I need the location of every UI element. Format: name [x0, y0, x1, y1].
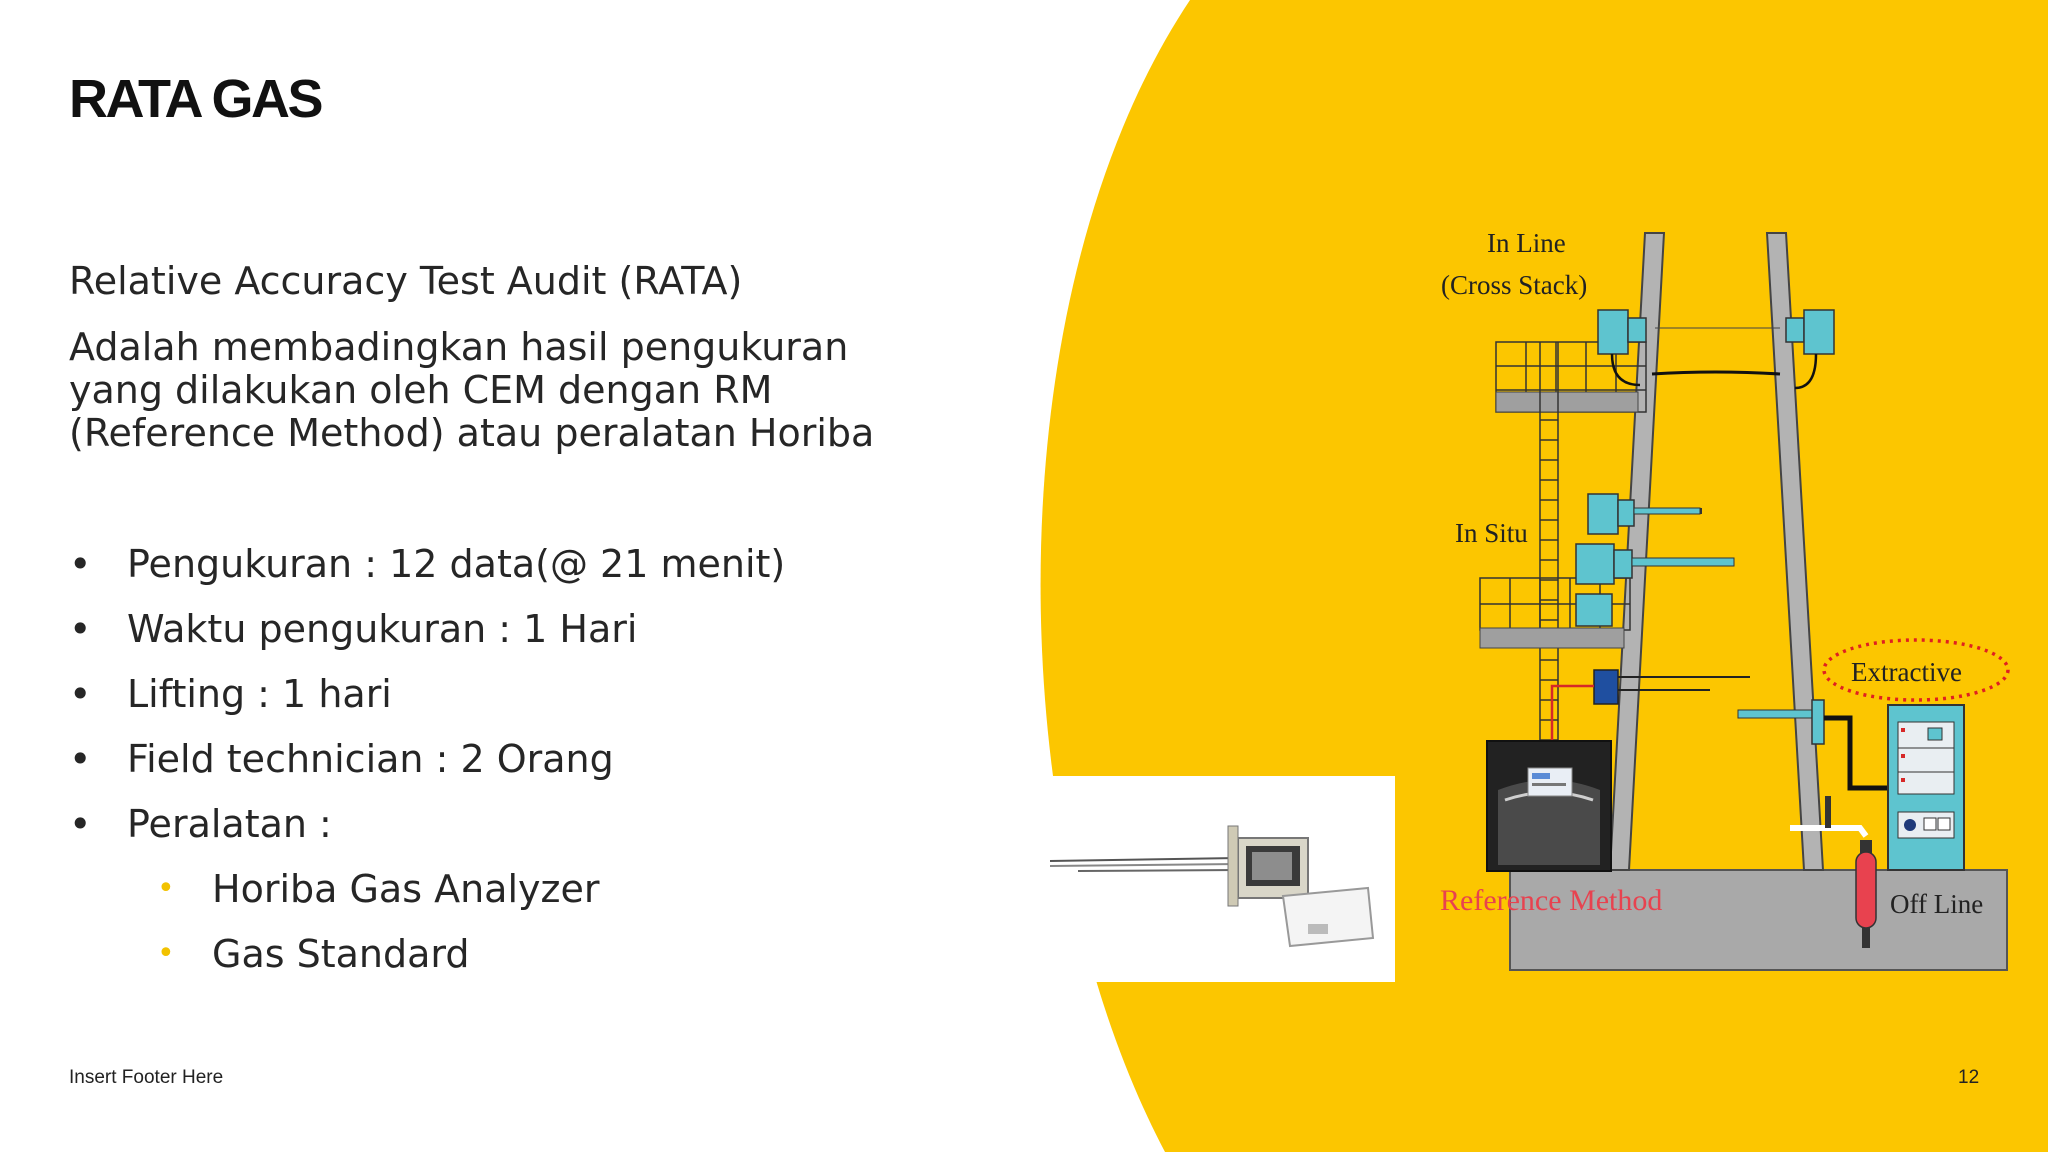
- extractive-probe-flange: [1811, 699, 1825, 745]
- cross-stack-beam: [1651, 370, 1781, 376]
- label-inline-2: (Cross Stack): [1441, 270, 1587, 300]
- cems-stack-diagram: In Line (Cross Stack) In Situ Extractive…: [1440, 228, 2010, 971]
- bullet-marker: •: [69, 672, 92, 716]
- bullet-marker: •: [69, 542, 92, 586]
- ground-base: [1509, 869, 2008, 971]
- slide-title: RATA GAS: [69, 69, 323, 129]
- probe-connector: [1593, 669, 1619, 705]
- sub-bullet-marker: •: [157, 871, 175, 906]
- extractive-probe-illustration: [1049, 825, 1375, 948]
- label-inline-1: In Line: [1487, 228, 1566, 258]
- extractive-probe-tube: [1737, 709, 1819, 719]
- slide-description: Adalah membadingkan hasil pengukuran yan…: [69, 325, 875, 455]
- slide-subtitle: Relative Accuracy Test Audit (RATA): [69, 259, 743, 303]
- label-extractive: Extractive: [1851, 657, 1962, 687]
- bullet-marker: •: [69, 607, 92, 651]
- lower-platform-deck: [1479, 627, 1625, 649]
- upper-platform-deck: [1495, 391, 1639, 413]
- inline-analyzer-right: [1785, 309, 1835, 390]
- bullet-text: Field technician : 2 Orang: [127, 737, 614, 781]
- bullet-text: Peralatan :: [127, 802, 332, 846]
- bullet-marker: •: [69, 737, 92, 781]
- reference-analyzer-unit: [1486, 740, 1612, 872]
- bullet-text: Waktu pengukuran : 1 Hari: [127, 607, 638, 651]
- label-insitu: In Situ: [1455, 518, 1528, 548]
- reference-sample-line: [1550, 684, 1594, 745]
- insitu-analyzer-2: [1575, 543, 1735, 585]
- extractive-sample-tube: [1824, 715, 1888, 791]
- footer-text: Insert Footer Here: [69, 1067, 224, 1088]
- probe-photo-inset: [1038, 776, 1395, 982]
- bullet-marker: •: [69, 802, 92, 846]
- sub-bullet-text: Horiba Gas Analyzer: [212, 867, 600, 911]
- offline-gas-cylinder: [1790, 796, 1877, 948]
- ladder: [1539, 342, 1559, 760]
- extractive-highlight-ring: [1822, 638, 2010, 702]
- stack-left-wall: [1608, 232, 1666, 871]
- extractive-analyzer-cabinet: [1887, 704, 1965, 871]
- insitu-analyzer-3: [1575, 593, 1613, 627]
- label-offline: Off Line: [1890, 889, 1983, 919]
- sub-bullet-text: Gas Standard: [212, 932, 470, 976]
- bullet-text: Lifting : 1 hari: [127, 672, 392, 716]
- page-number: 12: [1958, 1067, 1980, 1088]
- insitu-analyzer-1: [1587, 493, 1702, 535]
- inline-analyzer-left: [1597, 309, 1647, 387]
- bullet-text: Pengukuran : 12 data(@ 21 menit): [127, 542, 786, 586]
- label-reference-method: Reference Method: [1440, 884, 1662, 917]
- sub-bullet-marker: •: [157, 936, 175, 971]
